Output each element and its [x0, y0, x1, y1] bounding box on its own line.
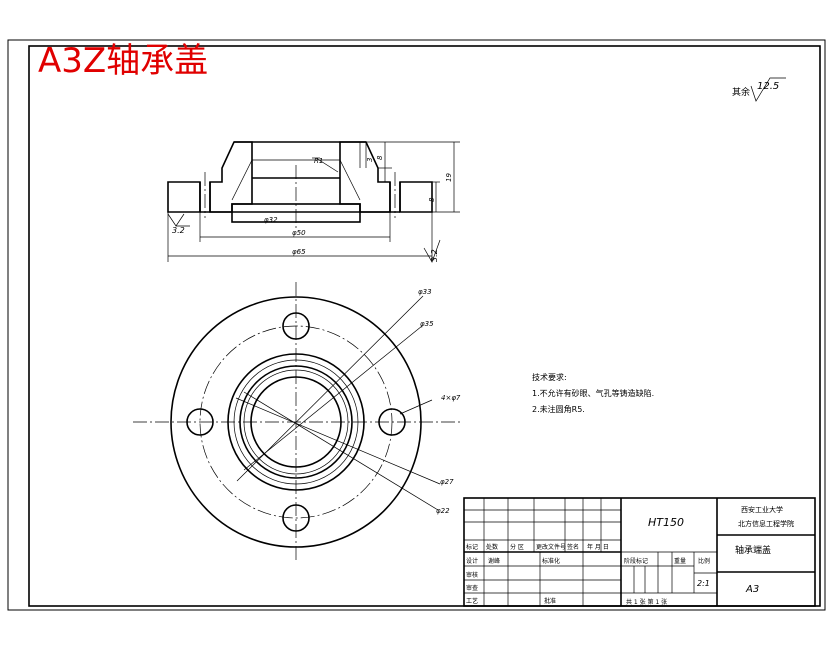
hdr-review: 审查	[466, 584, 478, 592]
hdr-scale: 比例	[698, 557, 710, 565]
title-block: HT150 西安工业大学 北方信息工程学院 轴承端盖 A3 2:1 标记 处数 …	[463, 497, 816, 607]
hdr-date: 年 月 日	[587, 543, 609, 551]
notes-heading: 技术要求:	[532, 372, 567, 382]
drawing-title: A3Z轴承盖	[38, 41, 208, 81]
drawing-number: A3	[745, 584, 759, 595]
hdr-sheets: 共 1 张 第 1 张	[626, 598, 667, 606]
hdr-weight: 重量	[674, 557, 686, 565]
outer-frame	[7, 39, 826, 611]
notes-line2: 2.未注圆角R5.	[532, 404, 585, 414]
hdr-design-sig: 谢峰	[488, 557, 500, 565]
hdr-count: 处数	[486, 543, 498, 551]
dim-r1: R1	[314, 157, 323, 165]
hdr-approve: 批准	[544, 597, 556, 605]
hdr-standard: 标准化	[542, 557, 560, 565]
dim-3: 3	[366, 158, 374, 162]
scale-value: 2:1	[697, 579, 710, 588]
callout-phi35: φ35	[420, 320, 434, 328]
school-line2: 北方信息工程学院	[738, 519, 794, 528]
surface-finish-value: 12.5	[757, 81, 779, 92]
dim-8: 8	[428, 197, 436, 202]
notes-line1: 1.不允许有砂眼、气孔等铸造缺陷.	[532, 388, 654, 398]
hdr-signature: 签名	[567, 543, 579, 551]
dim-19: 19	[445, 173, 453, 182]
hdr-mark: 标记	[466, 543, 478, 551]
inner-frame	[28, 45, 821, 607]
hdr-stage-mark: 阶段标记	[624, 557, 648, 565]
callout-phi22: φ22	[436, 507, 450, 515]
dim-8-top: 8	[376, 155, 384, 160]
material: HT150	[648, 516, 684, 529]
technical-notes: 技术要求: 1.不允许有砂眼、气孔等铸造缺陷. 2.未注圆角R5.	[532, 372, 654, 414]
rough-right: 3.2	[430, 249, 439, 262]
surface-finish-label: 其余	[732, 86, 750, 98]
part-name: 轴承端盖	[735, 544, 771, 556]
dim-phi32: φ32	[264, 216, 278, 224]
rough-left: 3.2	[172, 226, 185, 235]
dim-phi65: φ65	[292, 248, 306, 256]
hdr-design: 设计	[466, 557, 478, 565]
hdr-zone: 分 区	[510, 543, 524, 551]
surface-finish-symbol: 其余 12.5	[732, 77, 786, 102]
hdr-process: 工艺	[466, 597, 478, 605]
callout-phi27: φ27	[440, 478, 454, 486]
hdr-change-doc: 更改文件号	[536, 543, 566, 551]
section-view: φ32 φ50 φ65 R1 3 8 19 8 3.2 3.2	[167, 141, 460, 263]
callout-phi33: φ33	[418, 288, 432, 296]
school-line1: 西安工业大学	[741, 505, 783, 514]
top-view: φ33 φ35 4×φ7 φ27 φ22	[133, 282, 461, 562]
callout-holes: 4×φ7	[441, 394, 461, 402]
dim-phi50: φ50	[292, 229, 306, 237]
hdr-check: 审核	[466, 571, 478, 579]
